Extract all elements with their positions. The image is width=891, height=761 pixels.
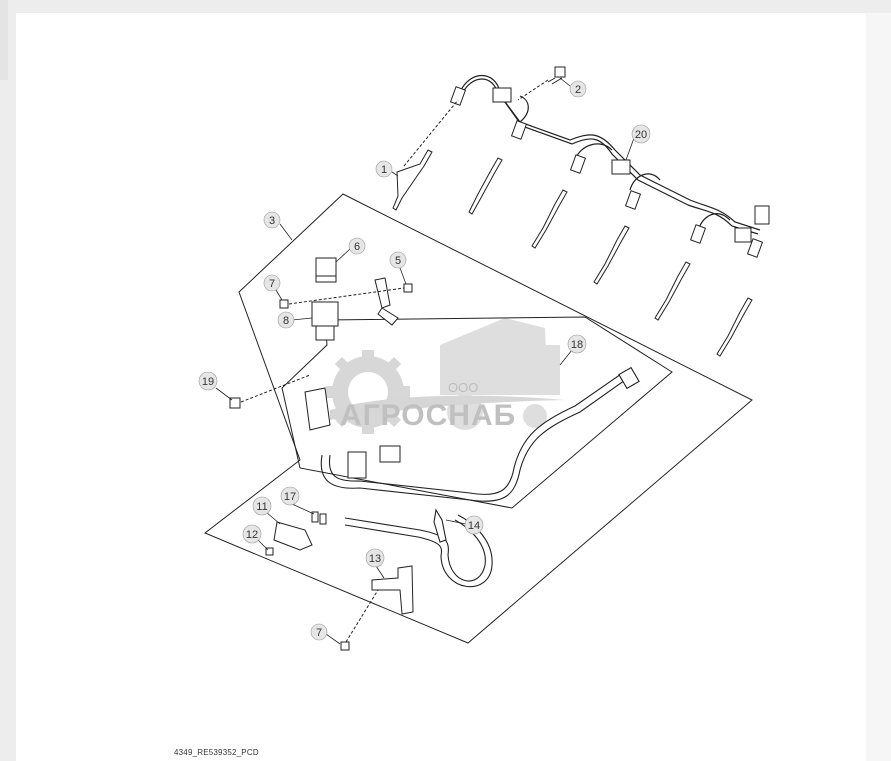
- agrosnab-watermark: ООО АГРОСНАБ: [326, 318, 565, 434]
- cable-18: [320, 366, 640, 502]
- svg-text:20: 20: [635, 129, 647, 141]
- connector-17: [311, 511, 327, 525]
- screw-7-bottom: [340, 641, 350, 651]
- svg-text:11: 11: [256, 501, 267, 513]
- harness-plug-caps: [449, 86, 764, 258]
- svg-text:5: 5: [395, 255, 401, 267]
- glow-plug: [392, 149, 433, 211]
- glow-plug: [468, 157, 503, 215]
- glow-plug: [593, 225, 630, 285]
- glow-plugs: [392, 149, 753, 357]
- bracket-13: [371, 565, 414, 615]
- callout-13: 13: [365, 548, 385, 568]
- callout-11: 11: [252, 496, 272, 516]
- svg-text:19: 19: [202, 376, 214, 388]
- svg-text:7: 7: [269, 278, 275, 290]
- callout-3: 3: [263, 211, 281, 229]
- callout-7-top: 7: [263, 274, 281, 292]
- nut-5: [403, 283, 413, 293]
- callout-2: 2: [569, 80, 587, 98]
- callout-12: 12: [242, 524, 262, 544]
- mounting-plate-inner: [281, 316, 673, 509]
- mounting-plate-outer: [204, 193, 753, 644]
- harness-clips: [492, 87, 770, 243]
- screw-12: [265, 547, 274, 556]
- svg-text:14: 14: [468, 520, 480, 532]
- bolt-19: [229, 397, 241, 409]
- watermark-prefix: ООО: [448, 380, 478, 395]
- svg-text:3: 3: [269, 215, 275, 227]
- relay-6: [315, 257, 337, 283]
- watermark-brand: АГРОСНАБ: [340, 399, 516, 432]
- callout-7-bottom: 7: [310, 623, 328, 641]
- svg-text:7: 7: [316, 627, 322, 639]
- drawing-reference-caption: 4349_RE539352_PCD: [174, 748, 259, 757]
- callout-6: 6: [348, 237, 366, 255]
- svg-text:2: 2: [575, 84, 581, 96]
- screw-7-top: [279, 299, 289, 309]
- glow-plug: [654, 261, 691, 321]
- callout-1: 1: [375, 160, 393, 178]
- svg-text:6: 6: [354, 241, 360, 253]
- cable-14: [344, 508, 493, 588]
- svg-text:17: 17: [284, 491, 296, 503]
- svg-text:1: 1: [381, 164, 387, 176]
- svg-text:8: 8: [283, 315, 289, 327]
- leader-lines: [215, 77, 635, 645]
- bolt-2: [547, 66, 566, 85]
- glow-plug: [531, 189, 568, 249]
- controller-module: [304, 387, 401, 479]
- bracket: [374, 277, 399, 326]
- callout-17: 17: [280, 486, 300, 506]
- callout-19: 19: [198, 371, 218, 391]
- swoosh-shape: [330, 395, 565, 420]
- svg-text:18: 18: [571, 339, 583, 351]
- module-11: [273, 521, 313, 551]
- callout-18: 18: [567, 334, 587, 354]
- callout-5: 5: [389, 251, 407, 269]
- glow-plug: [716, 297, 753, 357]
- callout-8: 8: [277, 311, 295, 329]
- svg-text:12: 12: [246, 529, 258, 541]
- callout-14: 14: [464, 515, 484, 535]
- callout-20: 20: [631, 124, 651, 144]
- left-edge-strip: [0, 0, 8, 80]
- scroll-gutter: [866, 13, 891, 761]
- relay-socket-8: [311, 301, 339, 341]
- svg-text:13: 13: [369, 553, 381, 565]
